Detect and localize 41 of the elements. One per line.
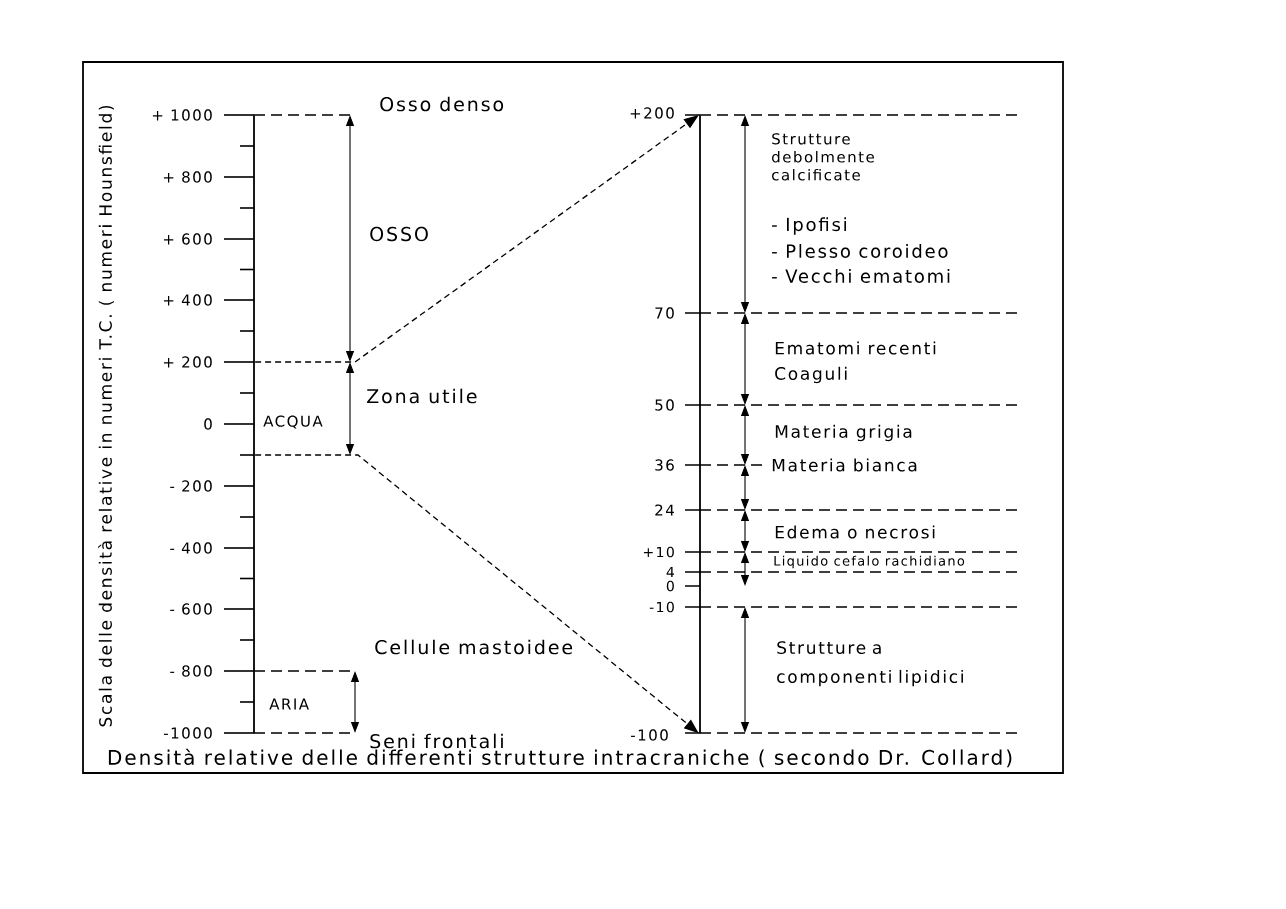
tick-label: + 800 <box>163 171 212 183</box>
range-label: Liquido cefalo rachidiano <box>774 555 965 569</box>
tick-label: + 600 <box>163 233 212 245</box>
tick-label: 4 <box>666 566 674 578</box>
range-label: Coaguli <box>775 366 847 384</box>
tick-label: - 400 <box>170 542 212 554</box>
tick-label: - 600 <box>170 603 212 615</box>
tick-label: 36 <box>655 459 674 471</box>
tick-label: 0 <box>204 418 212 430</box>
axis-title: Scala delle densità relative in numeri T.C. ( numeri Hounsfield) <box>98 105 114 727</box>
tick-label: 70 <box>655 307 674 319</box>
caption: Densità relative delle differenti strutture intracraniche ( secondo Dr. Collard) <box>108 748 1012 768</box>
list-item: - Vecchi ematomi <box>772 269 950 283</box>
tick-label: -10 <box>649 601 674 613</box>
range-label: Osso denso <box>380 96 504 112</box>
tick-label: 50 <box>655 399 674 411</box>
tick-label: - 800 <box>170 665 212 677</box>
tick-label: 24 <box>655 504 674 516</box>
tick-label: +200 <box>630 107 674 119</box>
tick-label: + 400 <box>163 294 212 306</box>
range-label: Strutture a componenti lipidici <box>777 641 963 687</box>
tick-label: - 200 <box>170 480 212 492</box>
region-label: ARIA <box>269 698 309 710</box>
range-label: Seni frontali <box>370 733 503 749</box>
tick-label: 0 <box>666 580 674 592</box>
tick-label: + 1000 <box>152 109 212 121</box>
range-label: Cellule mastoidee <box>375 639 573 655</box>
range-label: Zona utile <box>367 388 477 404</box>
list-item: - Plesso coroideo <box>772 244 948 258</box>
range-label: Ematomi recenti <box>775 341 936 355</box>
axis-line <box>253 115 255 734</box>
tick-label: +10 <box>643 546 674 558</box>
range-label: Materia bianca <box>772 458 917 472</box>
tick-label: -100 <box>631 729 668 741</box>
range-label: Materia grigia <box>775 424 912 442</box>
range-label: Edema o necrosi <box>775 525 935 539</box>
range-label: Strutture debolmente calcificate <box>772 133 874 181</box>
list-item: - Ipofisi <box>772 217 846 235</box>
tick-label: + 200 <box>163 356 212 368</box>
range-label: OSSO <box>370 226 428 242</box>
tick-label: -1000 <box>163 727 212 739</box>
